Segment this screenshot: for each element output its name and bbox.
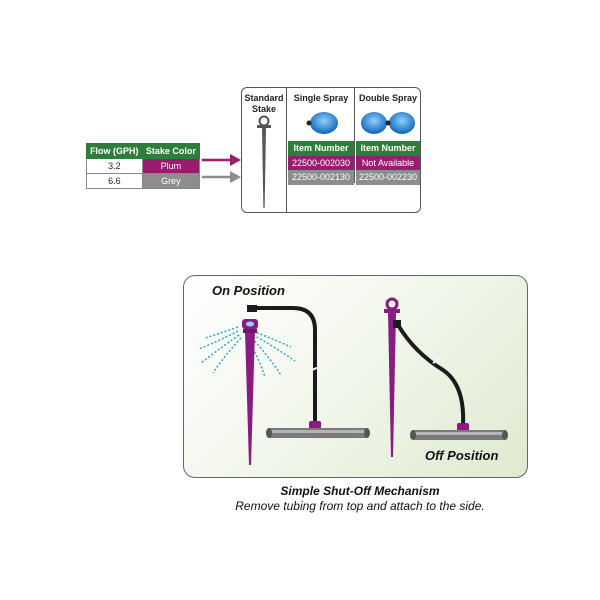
- off-position-label: Off Position: [425, 448, 499, 463]
- off-stake: [384, 297, 400, 457]
- arrows: [202, 154, 241, 183]
- flow-value: 6.6: [86, 173, 143, 189]
- item-number-double-grey: 22500-002230: [356, 170, 420, 185]
- item-number-single-grey: 22500-002130: [288, 170, 354, 185]
- single-spray-header: Single Spray: [293, 93, 349, 103]
- plum-arrow: [202, 154, 241, 166]
- off-tubing: [396, 323, 466, 426]
- caption-text: Remove tubing from top and attach to the…: [235, 499, 485, 513]
- stake-color-value: Grey: [141, 173, 201, 189]
- spray-lines: [198, 326, 296, 378]
- caption-title: Simple Shut-Off Mechanism: [280, 484, 440, 498]
- grey-arrow: [202, 171, 241, 183]
- shut-off-diagram-panel: [183, 275, 528, 478]
- standard-stake-icon: [257, 115, 271, 208]
- column-divider: [286, 87, 287, 213]
- single-spray-icon: [306, 112, 338, 134]
- flow-header: Flow (GPH): [86, 143, 143, 159]
- stake-color-header: Stake Color: [141, 143, 201, 159]
- item-number-header: Item Number: [288, 141, 354, 156]
- standard-stake-header: Standard Stake: [244, 93, 284, 114]
- item-number-header: Item Number: [356, 141, 420, 156]
- column-divider: [354, 87, 355, 183]
- on-tubing: [255, 306, 317, 425]
- item-number-double-plum: Not Available: [356, 156, 420, 171]
- on-position-label: On Position: [212, 283, 285, 298]
- shut-off-illustration: [198, 297, 508, 465]
- on-stake: [242, 319, 258, 465]
- double-spray-icon: [361, 112, 415, 134]
- table-row: 3.2 Plum: [86, 158, 201, 174]
- double-spray-header: Double Spray: [358, 93, 417, 103]
- stake-color-value: Plum: [141, 158, 201, 174]
- item-number-single-plum: 22500-002030: [288, 156, 354, 171]
- on-supply-pipe: [266, 421, 370, 438]
- flow-value: 3.2: [86, 158, 143, 174]
- off-supply-pipe: [410, 423, 508, 440]
- flow-color-table: Flow (GPH) Stake Color 3.2 Plum 6.6 Grey: [86, 143, 201, 189]
- table-row: 6.6 Grey: [86, 173, 201, 189]
